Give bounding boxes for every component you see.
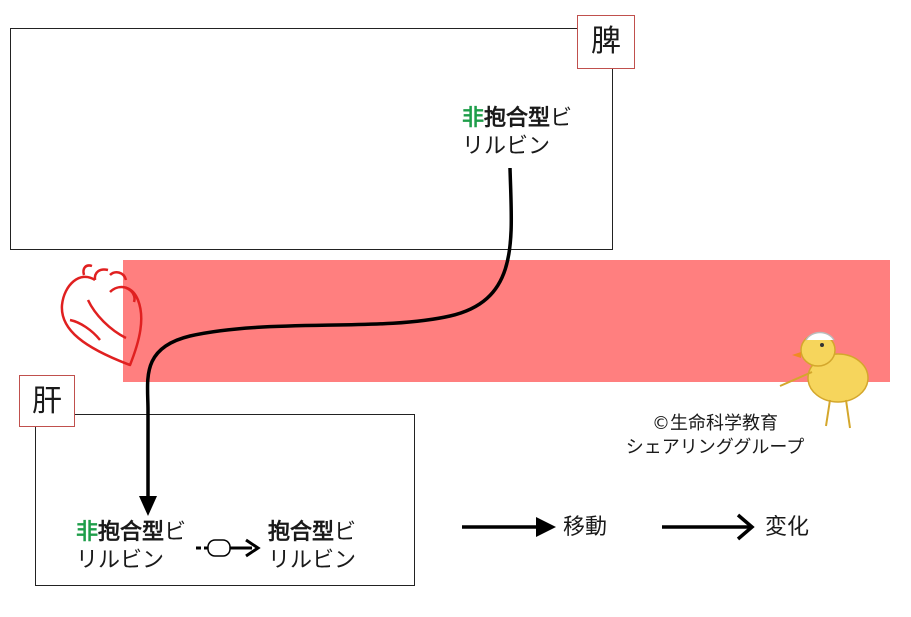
term-rest: ビ xyxy=(164,520,187,545)
credit-line2: シェアリンググループ xyxy=(625,437,805,458)
movement-path-arrow xyxy=(145,167,514,498)
spleen-label: 脾 xyxy=(577,15,635,69)
heart-icon xyxy=(60,264,143,367)
term-rest: ビ xyxy=(550,106,573,131)
movement-arrowhead xyxy=(139,496,157,516)
liver-label: 肝 xyxy=(19,375,75,427)
term-line2: リルビン xyxy=(462,134,551,159)
liver-unconjugated-term: 非抱合型ビ リルビン xyxy=(76,519,186,575)
credit-line1: ©生命科学教育 xyxy=(652,413,778,434)
blood-vessel xyxy=(123,260,890,382)
term-mid: 抱合型 xyxy=(98,520,165,545)
spleen-bilirubin-term: 非抱合型ビ リルビン xyxy=(462,105,572,161)
legend-change-label: 変化 xyxy=(765,515,810,540)
legend-move-label: 移動 xyxy=(563,515,608,540)
liver-box xyxy=(35,414,415,586)
enzyme-icon xyxy=(196,538,261,558)
term-mid: 抱合型 xyxy=(484,106,551,131)
term-rest: ビ xyxy=(334,520,357,545)
legend-move-arrow xyxy=(462,517,556,537)
liver-conjugated-term: 抱合型ビ リルビン xyxy=(268,519,356,575)
term-prefix: 非 xyxy=(462,106,485,131)
credit: ©生命科学教育 シェアリンググループ xyxy=(600,412,830,460)
legend-change-arrow xyxy=(662,513,755,541)
term-mid: 抱合型 xyxy=(268,520,335,545)
term-line2: リルビン xyxy=(268,548,357,573)
chick-icon xyxy=(779,331,869,429)
term-line2: リルビン xyxy=(76,548,165,573)
term-prefix: 非 xyxy=(76,520,99,545)
